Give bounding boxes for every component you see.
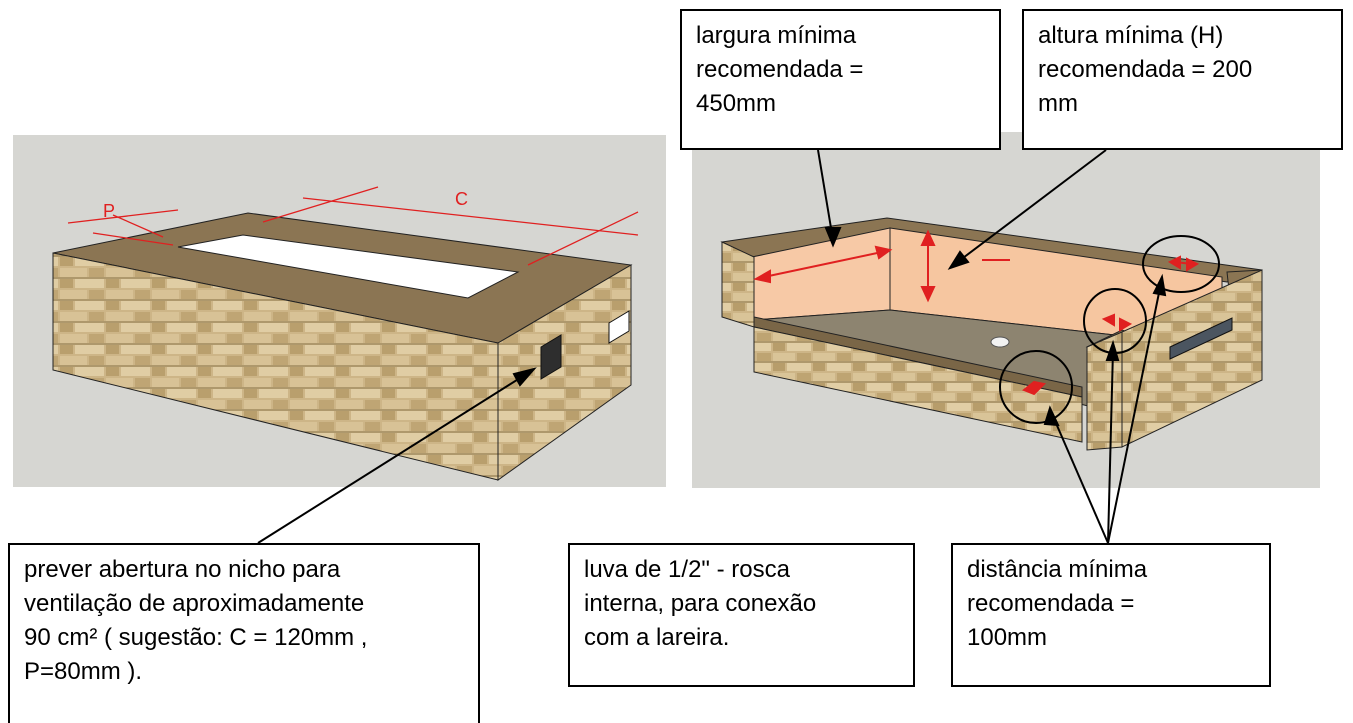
dimension-label-c: C (455, 189, 468, 209)
callout-distance-min: distância mínima recomendada = 100mm (951, 543, 1271, 687)
niche-closed-view: P C (13, 135, 666, 487)
callout-luva: luva de 1/2" - rosca interna, para conex… (568, 543, 915, 687)
callout-ventilation: prever abertura no nicho para ventilação… (8, 543, 480, 723)
niche-open-drawing (720, 217, 1263, 451)
niche-closed-drawing: P C (52, 186, 639, 481)
dimension-label-p: P (103, 201, 115, 221)
niche-open-view (692, 132, 1320, 488)
callout-width-min: largura mínima recomendada = 450mm (680, 9, 1001, 150)
callout-height-min: altura mínima (H) recomendada = 200 mm (1022, 9, 1343, 150)
